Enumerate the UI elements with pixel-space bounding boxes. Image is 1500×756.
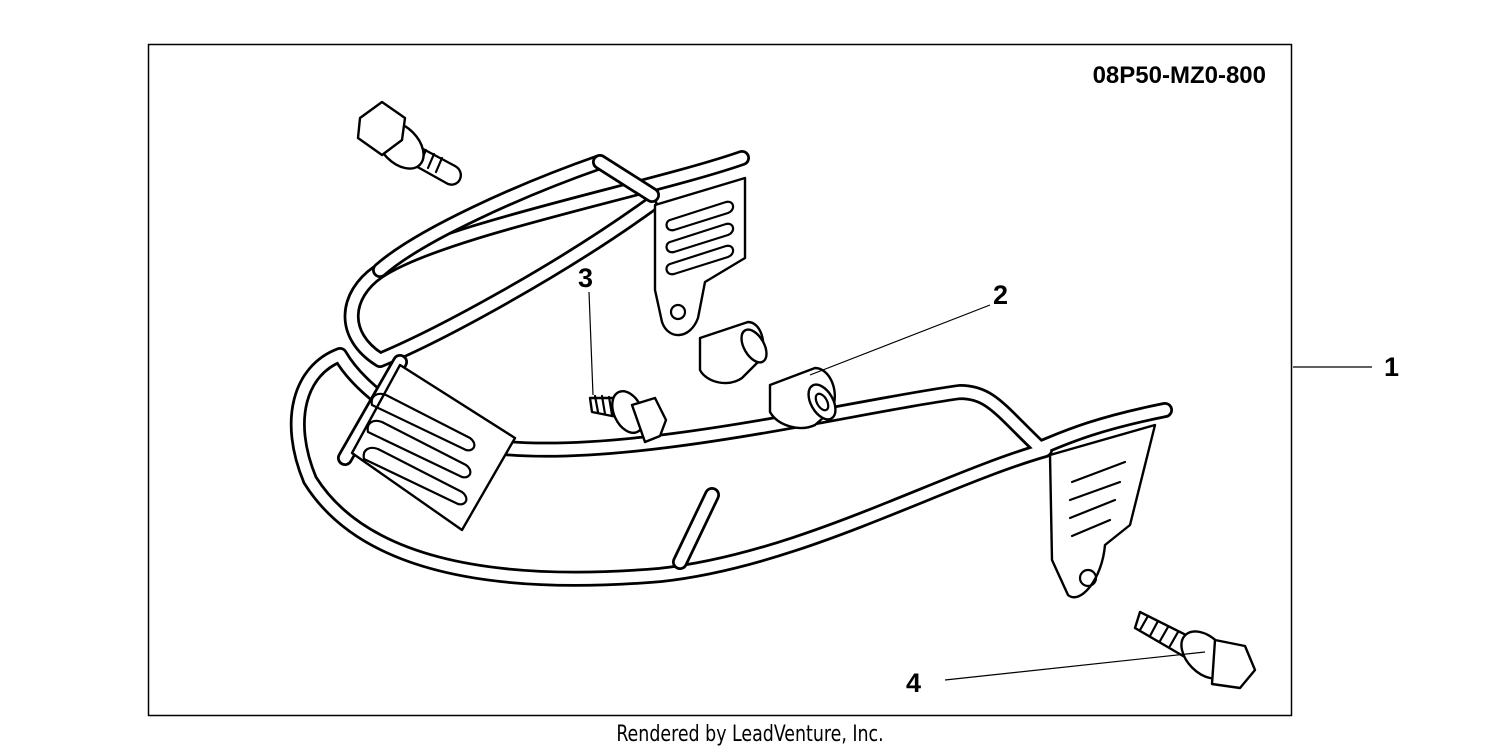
leader-line-4 <box>944 651 1206 681</box>
callout-2: 2 <box>993 280 1008 310</box>
collar-lower <box>768 366 837 430</box>
diagram-frame <box>147 43 1293 717</box>
rear-rack <box>289 150 1173 599</box>
part-number: 08P50-MZ0-800 <box>1093 62 1266 89</box>
leader-line-2 <box>809 304 991 376</box>
collar-upper <box>698 320 768 385</box>
callout-1: 1 <box>1384 352 1399 382</box>
callout-3: 3 <box>578 263 593 293</box>
bolt-bottom-right <box>1133 610 1257 690</box>
bolt-small <box>588 390 668 444</box>
bolt-top-left <box>356 100 462 186</box>
leader-line-3 <box>588 291 594 396</box>
callout-4: 4 <box>906 668 921 698</box>
footer-credit: Rendered by LeadVenture, Inc. <box>616 722 884 747</box>
